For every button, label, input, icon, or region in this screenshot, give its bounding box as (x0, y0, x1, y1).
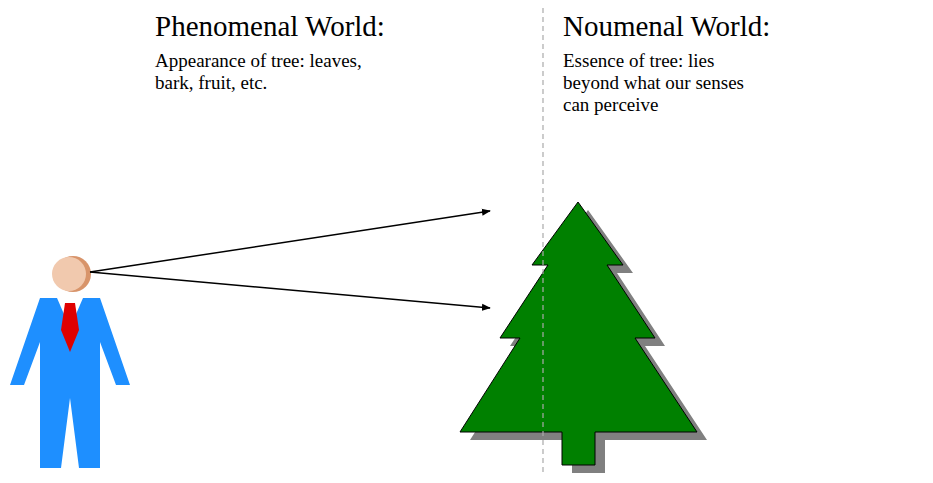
necktie (61, 303, 79, 352)
sight-arrow (90, 272, 490, 308)
divider-line (542, 8, 543, 472)
person-suit (10, 298, 130, 468)
tree (460, 202, 697, 465)
region-description: Essence of tree: lies beyond what our se… (563, 50, 768, 116)
region-heading: Phenomenal World: (155, 10, 385, 43)
sight-arrow (90, 211, 490, 272)
region-description: Appearance of tree: leaves, bark, fruit,… (155, 50, 405, 94)
region-heading: Noumenal World: (563, 10, 770, 43)
person-head (52, 257, 86, 291)
